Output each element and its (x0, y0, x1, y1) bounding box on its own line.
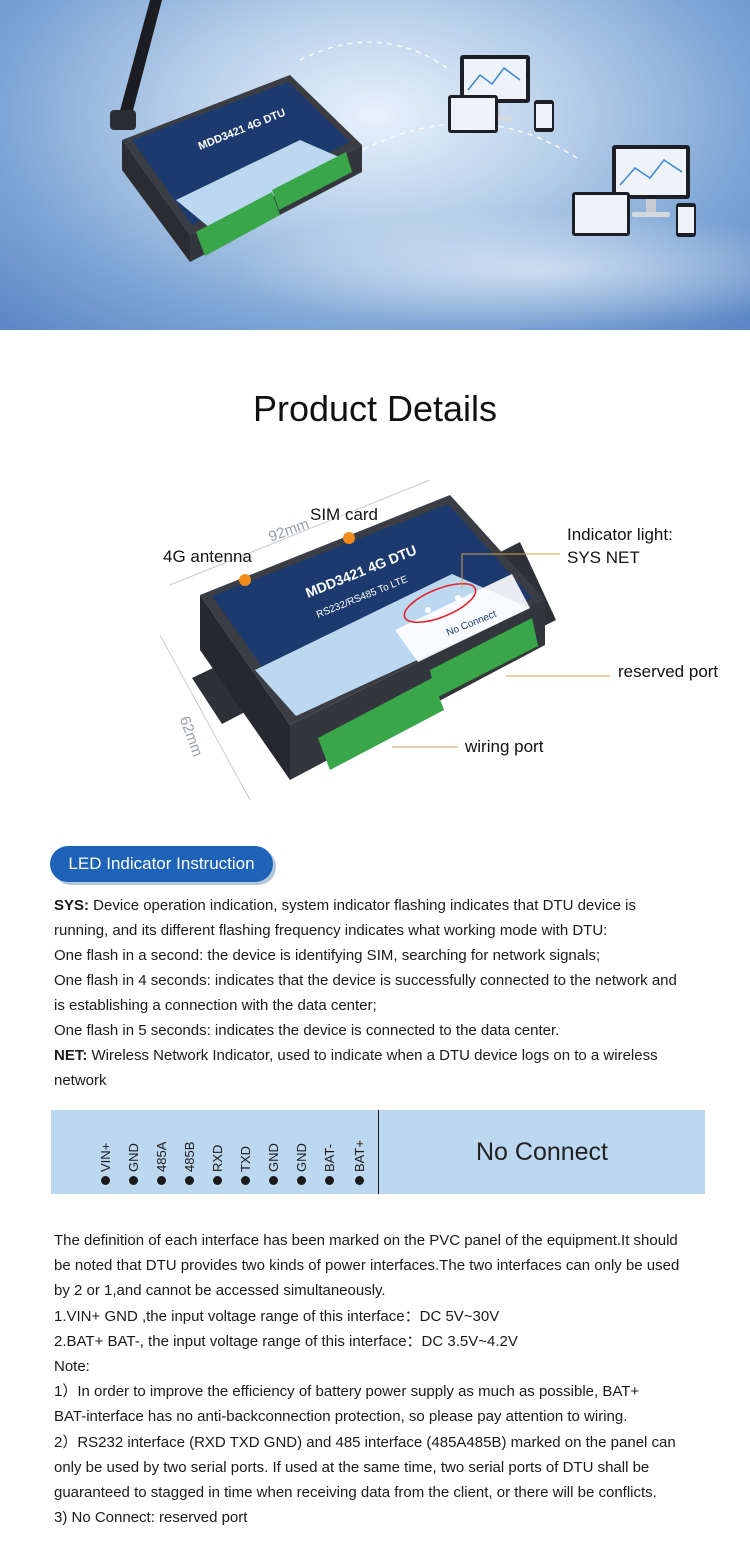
wiring-port-terminal (318, 678, 444, 770)
net-line-1: NET: Wireless Network Indicator, used to… (54, 1047, 658, 1064)
sim-card-marker (343, 532, 355, 544)
port-dot-icon (129, 1176, 138, 1185)
reserved-port-terminal (430, 618, 538, 698)
device-diagram-image: MDD3421 4G DTU RS232/RS485 To LTE No Con… (159, 479, 610, 801)
port-dot-icon (101, 1176, 110, 1185)
port-gnd-3: GND (291, 1122, 313, 1186)
sys-label: SYS: (54, 897, 90, 914)
no-connect-label: No Connect (475, 1138, 609, 1166)
port-gnd-2: GND (263, 1122, 285, 1186)
antenna-icon (110, 0, 162, 130)
four-second-flash-2: is establishing a connection with the da… (54, 997, 377, 1014)
port-dot-icon (325, 1176, 334, 1185)
note-line: only be used by two serial ports. If use… (54, 1458, 650, 1476)
port-dot-icon (185, 1176, 194, 1185)
note-heading: Note: (54, 1358, 90, 1376)
port-strip: VIN+ GND 485A 485B RXD TXD GND GND BAT- … (51, 1110, 705, 1194)
callout-indicator-line1: Indicator light: (567, 525, 673, 544)
port-bat-minus: BAT- (319, 1122, 341, 1186)
net-line-2: network (54, 1072, 107, 1089)
port-dot-icon (241, 1176, 250, 1185)
sys-line-2: running, and its different flashing freq… (54, 922, 608, 939)
antenna-marker (239, 574, 251, 586)
definition-line: be noted that DTU provides two kinds of … (54, 1257, 680, 1275)
port-vin-plus: VIN+ (95, 1122, 117, 1186)
port-dot-icon (213, 1176, 222, 1185)
note-line: guaranteed to stagged in time when recei… (54, 1484, 657, 1502)
sys-line-1: SYS: Device operation indication, system… (54, 897, 636, 914)
section-heading-led: LED Indicator Instruction (50, 846, 273, 882)
port-dot-icon (269, 1176, 278, 1185)
dtu-device-image: MDD3421 4G DTU (122, 75, 362, 262)
port-485b: 485B (179, 1122, 201, 1186)
hero-illustration: MDD3421 4G DTU (110, 0, 696, 262)
port-rxd: RXD (207, 1122, 229, 1186)
bat-voltage-line: 2.BAT+ BAT-, the input voltage range of … (54, 1332, 518, 1350)
port-dot-icon (355, 1176, 364, 1185)
definition-line: by 2 or 1,and cannot be accessed simulta… (54, 1282, 386, 1300)
port-txd: TXD (235, 1122, 257, 1186)
callout-reserved-port: reserved port (618, 662, 719, 681)
callout-indicator-line2: SYS NET (567, 548, 640, 567)
port-dot-icon (157, 1176, 166, 1185)
net-label: NET: (54, 1047, 88, 1064)
led-description: SYS: Device operation indication, system… (54, 893, 677, 1093)
callout-sim-card: SIM card (310, 505, 379, 524)
one-second-flash: One flash in a second: the device is ide… (54, 947, 601, 964)
indicator-highlight (403, 582, 477, 624)
note-line: 1）In order to improve the efficiency of … (54, 1383, 640, 1401)
callout-wiring-port: wiring port (465, 737, 544, 756)
vin-voltage-line: 1.VIN+ GND ,the input voltage range of t… (54, 1307, 500, 1325)
five-second-flash: One flash in 5 seconds: indicates the de… (54, 1022, 560, 1039)
strip-divider (378, 1110, 379, 1194)
four-second-flash-1: One flash in 4 seconds: indicates that t… (54, 972, 677, 989)
product-diagram: MDD3421 4G DTU RS232/RS485 To LTE No Con… (0, 470, 750, 830)
note-line: 2）RS232 interface (RXD TXD GND) and 485 … (54, 1433, 676, 1451)
hero-banner: MDD3421 4G DTU (0, 0, 750, 330)
interface-definition: The definition of each interface has bee… (54, 1228, 679, 1530)
port-bat-plus: BAT+ (349, 1122, 371, 1186)
monitor-devices-icon (448, 55, 696, 237)
page-title: Product Details (252, 388, 498, 429)
callout-4g-antenna: 4G antenna (163, 547, 252, 566)
port-gnd: GND (123, 1122, 145, 1186)
note-line: BAT-interface has no anti-backconnection… (54, 1408, 628, 1426)
port-dot-icon (297, 1176, 306, 1185)
port-485a: 485A (151, 1122, 173, 1186)
note-line: 3) No Connect: reserved port (54, 1509, 248, 1527)
definition-line: The definition of each interface has bee… (54, 1232, 678, 1249)
